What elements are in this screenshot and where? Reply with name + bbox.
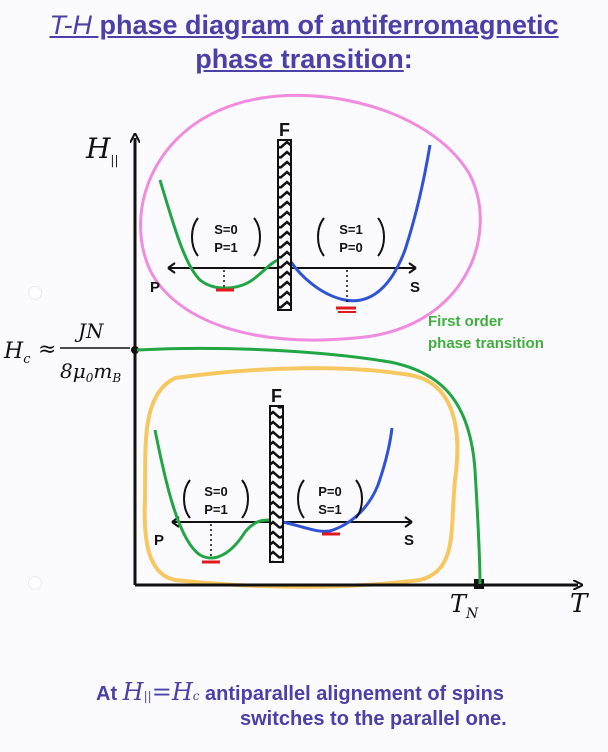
top-left-state-b: P=1 [214, 240, 238, 255]
svg-text:8μ0mB: 8μ0mB [60, 359, 121, 385]
bottom-left-state-b: P=1 [204, 502, 228, 517]
top-blue-curve [289, 144, 432, 303]
punch-hole-bottom [28, 576, 42, 590]
top-right-state-a: S=1 [339, 222, 363, 237]
top-green-curve [158, 179, 279, 290]
top-f-barrier [277, 139, 292, 311]
footer-line1: At H||=Hc antiparallel alignement of spi… [96, 678, 504, 706]
diagram-title: T-H phase diagram of antiferromagnetic p… [0, 8, 608, 76]
top-p-label: P [150, 279, 160, 296]
top-right-state-b: P=0 [339, 240, 363, 255]
bottom-inset-box [142, 366, 460, 589]
bottom-blue-curve [281, 427, 394, 533]
top-left-state-a: S=0 [214, 222, 238, 237]
top-inset-ellipse [139, 93, 482, 342]
bottom-f-label: F [271, 386, 282, 406]
title-line2: phase transition [195, 44, 404, 74]
bottom-f-barrier [269, 405, 284, 563]
title-colon: : [403, 44, 413, 74]
top-inset-plot: F P S S=0 P=1 S=1 P=0 [150, 120, 432, 313]
bottom-right-state-b: S=1 [318, 502, 342, 517]
hc-formula: Hc ≈ JN 8μ0mB [3, 319, 130, 385]
phase-boundary-line [136, 346, 482, 585]
title-italic: T-H [49, 10, 92, 40]
bottom-green-curve [153, 429, 271, 560]
y-axis-label: H|| [85, 132, 119, 167]
svg-text:JN: JN [74, 319, 105, 343]
bottom-inset-plot: F P S S=0 P=1 P=0 S=1 [153, 386, 414, 564]
top-f-label: F [279, 120, 290, 140]
bottom-right-state-a: P=0 [318, 484, 342, 499]
first-order-line1: First order [428, 313, 503, 330]
footer-at: At [96, 683, 118, 705]
tn-label: TN [450, 590, 479, 622]
svg-text:Hc: Hc [3, 339, 31, 367]
title-line1: phase diagram of antiferromagnetic [91, 10, 559, 40]
bottom-p-label: P [154, 532, 164, 549]
footer-line2: switches to the parallel one. [240, 708, 507, 730]
footer-text1: antiparallel alignement of spins [205, 683, 505, 705]
top-s-label: S [410, 279, 420, 296]
hc-tick [131, 346, 139, 354]
bottom-left-state-a: S=0 [204, 484, 228, 499]
footer-h: H||=Hc [122, 678, 200, 706]
punch-hole-top [28, 286, 42, 300]
svg-text:≈: ≈ [38, 337, 56, 362]
first-order-line2: phase transition [428, 335, 544, 352]
x-axis-label: T [570, 589, 589, 619]
bottom-s-label: S [404, 532, 414, 549]
